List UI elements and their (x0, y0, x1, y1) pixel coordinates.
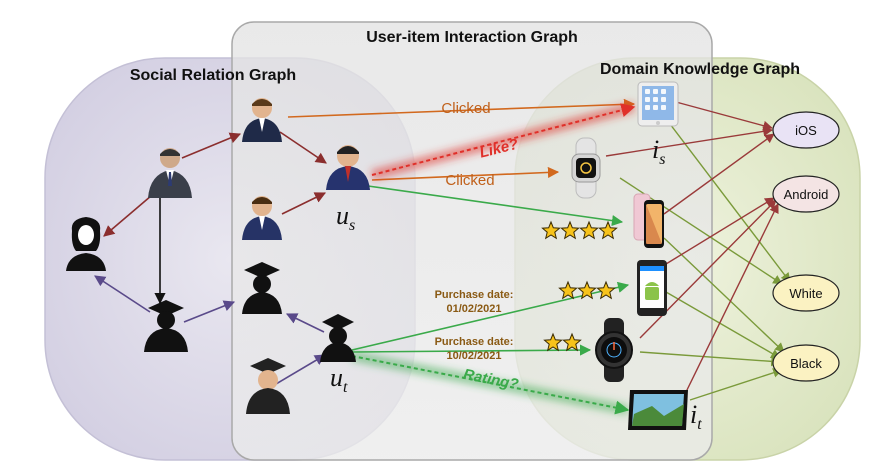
kg-edge-iphone-black (663, 237, 785, 353)
edge-label-purchase1-line2: 01/02/2021 (446, 303, 501, 315)
edge-rating-query (351, 355, 630, 415)
woman-user-icon (66, 217, 106, 271)
edge-label-purchase2-line2: 10/02/2021 (446, 350, 501, 362)
math-label-it: it (690, 400, 702, 433)
rating-stars-smartwatch (543, 332, 582, 352)
edge-like-query (371, 103, 636, 176)
math-label-is: is (652, 135, 665, 168)
kg-edge-android-android (665, 197, 775, 265)
rating-star (560, 220, 580, 240)
kg-edge-smartwatch-black (639, 351, 781, 367)
attribute-label-android: Android (784, 187, 829, 202)
boss-user-icon (148, 148, 192, 198)
iphone-item-icon (633, 193, 664, 248)
kg-edge-watch-ios (605, 126, 773, 157)
attribute-node-android: Android (772, 175, 840, 213)
user-us-icon (326, 145, 370, 190)
rating-stars-android-phone (558, 280, 616, 300)
user-ut-icon (320, 314, 356, 362)
kg-edge-ipad-ios (675, 101, 773, 131)
edge-man-a-to-us (279, 131, 327, 164)
edge-purchase-iphone (367, 185, 624, 227)
attribute-node-black: Black (772, 344, 840, 382)
social-region-title: Social Relation Graph (130, 67, 296, 84)
rating-star (577, 280, 597, 300)
knowledge-region-title: Domain Knowledge Graph (600, 61, 800, 78)
edge-man-b-to-us (281, 192, 327, 215)
rating-star (543, 332, 563, 352)
edge-clicked-watch (371, 166, 560, 181)
ipad-item-icon (637, 81, 679, 127)
apple-watch-item-icon (571, 137, 601, 199)
kg-edge-ipad-white (669, 123, 791, 283)
rating-stars-watch (541, 220, 618, 240)
kg-edge-tablet-black (689, 368, 783, 401)
rating-star (541, 220, 561, 240)
attribute-node-ios: iOS (772, 111, 840, 149)
edge-label-purchase1-line1: Purchase date: (435, 289, 514, 301)
math-label-ut: ut (330, 363, 348, 396)
man-user-icon-a (242, 98, 282, 142)
android-tablet-item-icon (628, 390, 688, 430)
kg-edge-android-black (665, 291, 781, 359)
edge-label-clicked-mid: Clicked (445, 172, 494, 189)
edge-boss-to-man-a (181, 132, 242, 159)
rating-star (598, 220, 618, 240)
edge-label-purchase2-line1: Purchase date: (435, 336, 514, 348)
interaction-region-title: User-item Interaction Graph (366, 29, 578, 46)
edge-graduate-to-graduate-b (183, 300, 236, 323)
attribute-label-black: Black (790, 356, 822, 371)
graduate-user-icon (144, 300, 188, 352)
edge-purchase-smartwatch (351, 344, 592, 356)
edge-ut-to-graduate-b (285, 313, 325, 333)
edge-graduate-c-to-ut (275, 354, 326, 385)
edge-clicked-ipad (287, 98, 636, 118)
edge-graduate-to-woman (94, 275, 151, 313)
graduate-user-icon-c (246, 358, 290, 414)
rating-star (562, 332, 582, 352)
kg-edge-iphone-ios (663, 133, 775, 215)
edge-label-clicked-top: Clicked (441, 100, 490, 117)
android-phone-item-icon (637, 260, 667, 316)
man-user-icon-b (242, 196, 282, 240)
rating-star (596, 280, 616, 300)
smartwatch-item-icon (595, 318, 633, 382)
attribute-label-white: White (789, 286, 822, 301)
rating-star (579, 220, 599, 240)
attribute-node-white: White (772, 274, 840, 312)
graduate-user-icon-b (242, 262, 282, 314)
kg-edge-tablet-android (685, 203, 779, 393)
rating-star (558, 280, 578, 300)
math-label-us: us (336, 201, 355, 234)
attribute-label-ios: iOS (795, 123, 817, 138)
